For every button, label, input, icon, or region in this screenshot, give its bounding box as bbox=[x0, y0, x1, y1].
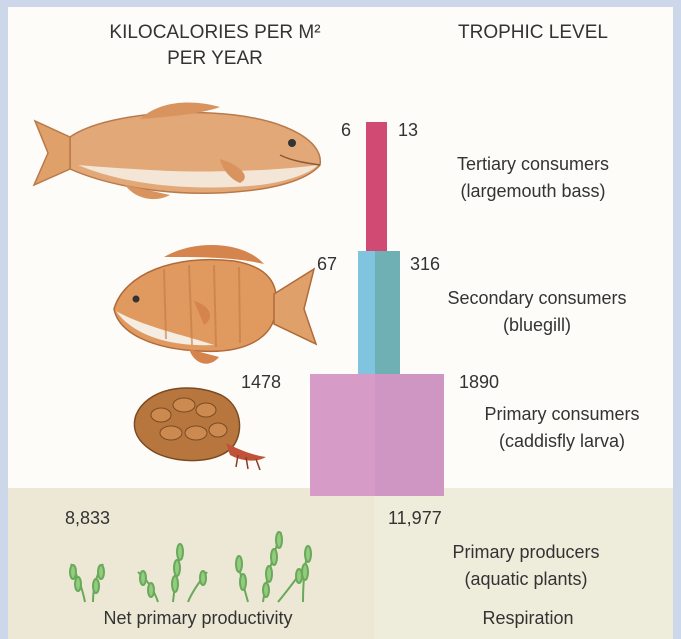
label-producers-line1: Primary producers bbox=[406, 539, 646, 566]
primary-consumers-respiration-value: 1890 bbox=[459, 372, 499, 393]
header-left-line1: KILOCALORIES PER M² bbox=[50, 20, 380, 46]
producers-respiration-value: 11,977 bbox=[388, 508, 442, 529]
label-primary-consumers-line2: (caddisfly larva) bbox=[448, 428, 673, 455]
label-producers-line2: (aquatic plants) bbox=[406, 566, 646, 593]
tertiary-bar bbox=[366, 122, 387, 251]
label-primary-consumers: Primary consumers (caddisfly larva) bbox=[448, 401, 673, 455]
pyramid-figure: KILOCALORIES PER M² PER YEAR TROPHIC LEV… bbox=[8, 7, 673, 639]
primary-consumers-bar-respiration bbox=[375, 374, 444, 496]
header-kilocalories: KILOCALORIES PER M² PER YEAR bbox=[50, 20, 380, 72]
secondary-respiration-value: 316 bbox=[410, 254, 440, 275]
label-secondary: Secondary consumers (bluegill) bbox=[400, 285, 673, 339]
label-secondary-line2: (bluegill) bbox=[400, 312, 673, 339]
bluegill-fish-icon bbox=[104, 239, 324, 374]
secondary-bar-net bbox=[358, 251, 375, 374]
header-left-line2: PER YEAR bbox=[50, 46, 380, 72]
tertiary-net-value: 6 bbox=[341, 120, 351, 141]
header-trophic-level: TROPHIC LEVEL bbox=[423, 20, 643, 46]
label-tertiary-line2: (largemouth bass) bbox=[413, 178, 653, 205]
primary-consumers-bar-net bbox=[310, 374, 375, 496]
label-secondary-line1: Secondary consumers bbox=[400, 285, 673, 312]
aquatic-plants-icon bbox=[63, 502, 343, 612]
caddisfly-larva-icon bbox=[126, 375, 286, 475]
tertiary-respiration-value: 13 bbox=[398, 120, 418, 141]
label-producers: Primary producers (aquatic plants) bbox=[406, 539, 646, 593]
bass-fish-icon bbox=[30, 99, 330, 209]
footer-respiration: Respiration bbox=[408, 605, 648, 632]
secondary-bar-respiration bbox=[375, 251, 400, 374]
label-primary-consumers-line1: Primary consumers bbox=[448, 401, 673, 428]
label-tertiary-line1: Tertiary consumers bbox=[413, 151, 653, 178]
label-tertiary: Tertiary consumers (largemouth bass) bbox=[413, 151, 653, 205]
